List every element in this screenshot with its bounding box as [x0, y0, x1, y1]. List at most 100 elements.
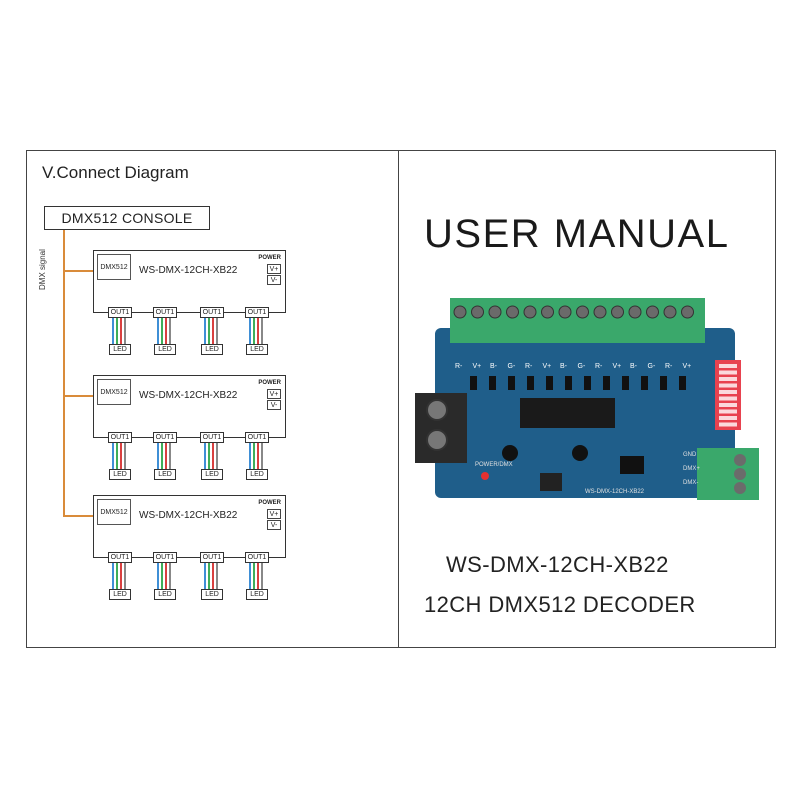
- pin-label: R-: [525, 363, 533, 370]
- pcb-illustration: R-V+B-G-R-V+B-G-R-V+B-G-R-V+ POWER/DMX W…: [415, 298, 759, 500]
- led-wire: [120, 443, 122, 469]
- capacitor-1: [502, 445, 518, 461]
- manual-model: WS-DMX-12CH-XB22: [446, 552, 669, 577]
- led-box: LED: [201, 589, 223, 600]
- led-wire: [212, 318, 214, 344]
- unit-model-label: WS-DMX-12CH-XB22: [139, 390, 238, 401]
- dmx-screw-1: [734, 454, 746, 466]
- led-wire: [169, 443, 171, 469]
- led-box: LED: [201, 469, 223, 480]
- dmx-signal-label: DMX signal: [38, 249, 47, 290]
- led-box: LED: [246, 344, 268, 355]
- signal-branch-wire-2: [63, 395, 93, 397]
- signal-branch-wire-1: [63, 270, 93, 272]
- unit-output-port: OUT1: [108, 552, 132, 563]
- led-wire: [157, 563, 159, 589]
- led-wire: [157, 318, 159, 344]
- silk-dmx-plus: DMX+: [683, 466, 700, 472]
- dip-key: [719, 409, 737, 414]
- transistor-row: [470, 376, 686, 390]
- unit-output-port: OUT1: [153, 307, 177, 318]
- led-wire: [216, 563, 218, 589]
- unit-dmx-tag: DMX512: [97, 499, 131, 525]
- pin-label: G-: [648, 363, 656, 370]
- terminal-screw: [471, 305, 484, 319]
- transistor: [679, 376, 686, 390]
- transistor: [584, 376, 591, 390]
- terminal-screw: [611, 305, 624, 319]
- led-wire: [204, 563, 206, 589]
- led-wire: [208, 443, 210, 469]
- terminal-screw: [453, 305, 467, 319]
- transistor: [603, 376, 610, 390]
- main-ic-chip: [520, 398, 615, 428]
- unit-output-port: OUT1: [200, 307, 224, 318]
- transistor: [508, 376, 515, 390]
- dmx-screw-3: [734, 482, 746, 494]
- unit-v-minus: V-: [267, 400, 281, 410]
- dip-key: [719, 364, 737, 368]
- unit-output-port: OUT1: [245, 307, 269, 318]
- unit-v-plus: V+: [267, 264, 281, 274]
- led-box: LED: [109, 589, 131, 600]
- power-screw-2: [426, 429, 448, 451]
- dip-key: [719, 370, 737, 375]
- led-wire: [253, 443, 255, 469]
- manual-frame: [26, 150, 776, 648]
- dmx-console-box: DMX512 CONSOLE: [44, 206, 210, 230]
- manual-title: USER MANUAL: [424, 212, 730, 256]
- led-box: LED: [109, 469, 131, 480]
- led-wire: [169, 563, 171, 589]
- small-ic-chip: [620, 456, 644, 474]
- transistor: [565, 376, 572, 390]
- terminal-screw: [558, 305, 572, 319]
- unit-output-port: OUT1: [200, 552, 224, 563]
- silk-power-dmx: POWER/DMX: [475, 462, 513, 468]
- unit-output-port: OUT1: [108, 432, 132, 443]
- led-wire: [204, 318, 206, 344]
- pin-label: G-: [578, 363, 586, 370]
- pin-label: B-: [560, 363, 568, 370]
- unit-v-plus: V+: [267, 389, 281, 399]
- pin-label: B-: [490, 363, 498, 370]
- led-wire: [157, 443, 159, 469]
- power-screw-1: [426, 399, 448, 421]
- unit-dmx-tag: DMX512: [97, 254, 131, 280]
- dip-key: [719, 422, 737, 427]
- pin-label: V+: [543, 363, 552, 370]
- pin-label: V+: [473, 363, 482, 370]
- led-box: LED: [201, 344, 223, 355]
- led-wire: [124, 318, 126, 344]
- signal-trunk-wire: [63, 230, 65, 516]
- led-wire: [165, 563, 167, 589]
- pin-labels: R-V+B-G-R-V+B-G-R-V+B-G-R-V+: [455, 363, 691, 370]
- unit-power-label: POWER: [258, 255, 281, 261]
- transistor: [641, 376, 648, 390]
- led-box: LED: [154, 589, 176, 600]
- transistor: [527, 376, 534, 390]
- silk-gnd: GND: [683, 452, 697, 458]
- dip-key: [719, 383, 737, 388]
- led-wire: [208, 563, 210, 589]
- unit-output-port: OUT1: [108, 307, 132, 318]
- pin-label: R-: [455, 363, 463, 370]
- led-wire: [161, 318, 163, 344]
- led-wire: [253, 318, 255, 344]
- terminal-screw: [523, 305, 537, 319]
- led-box: LED: [109, 344, 131, 355]
- power-led: [481, 472, 489, 480]
- led-box: LED: [154, 469, 176, 480]
- silk-dmx-minus: DMX-: [683, 480, 698, 486]
- led-wire: [124, 443, 126, 469]
- led-wire: [253, 563, 255, 589]
- dip-key: [719, 416, 737, 420]
- led-wire: [212, 563, 214, 589]
- diagram-heading: V.Connect Diagram: [42, 163, 189, 182]
- led-wire: [257, 563, 259, 589]
- dip-key: [719, 396, 737, 401]
- transistor: [660, 376, 667, 390]
- decoder-board-photo: R-V+B-G-R-V+B-G-R-V+B-G-R-V+ POWER/DMX W…: [415, 288, 775, 528]
- manual-description: 12CH DMX512 DECODER: [424, 592, 696, 617]
